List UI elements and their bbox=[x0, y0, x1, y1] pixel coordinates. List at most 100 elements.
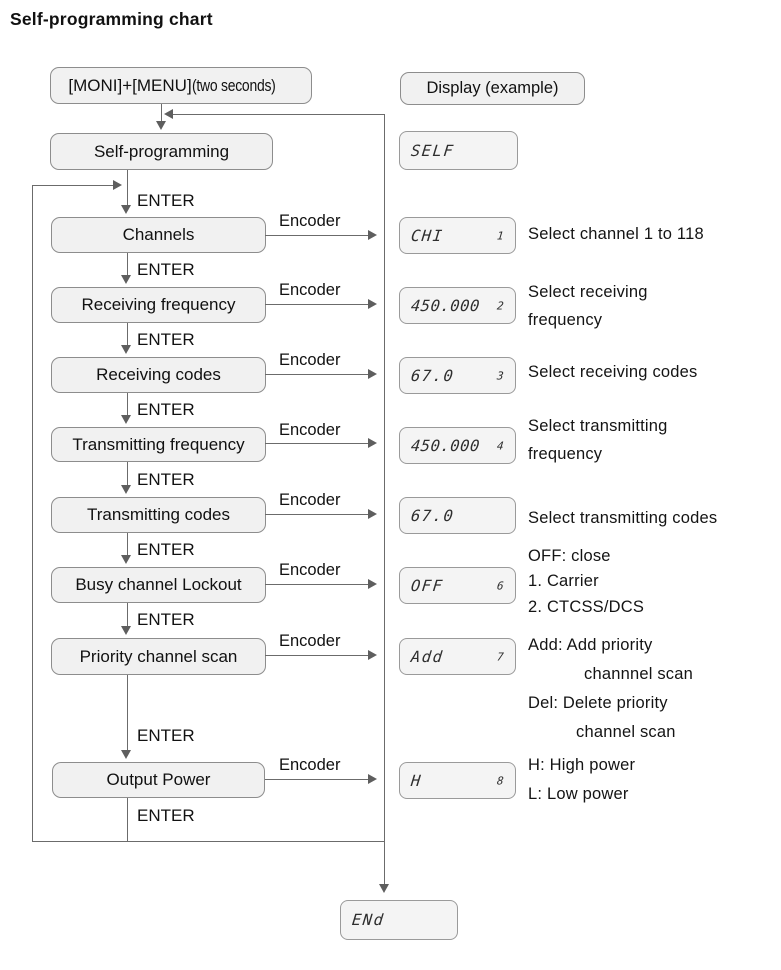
encoder-label-4: Encoder bbox=[279, 421, 341, 439]
connector-enter-8 bbox=[126, 675, 128, 750]
lcd-value: CHI bbox=[410, 226, 445, 245]
lcd-value: ENd bbox=[351, 911, 386, 929]
connector-loop-top bbox=[32, 185, 113, 187]
connector-enter-7 bbox=[126, 603, 128, 626]
description-busy-line1: OFF: close bbox=[528, 547, 611, 565]
connector-encoder-6 bbox=[265, 584, 369, 586]
arrow-right-icon bbox=[368, 579, 377, 589]
connector-encoder-7 bbox=[265, 655, 369, 657]
lcd-value: SELF bbox=[410, 141, 456, 160]
connector-encoder-5 bbox=[265, 514, 369, 516]
arrow-down-icon bbox=[121, 345, 131, 354]
arrow-down-icon bbox=[121, 555, 131, 564]
connector-encoder-4 bbox=[265, 443, 369, 445]
arrow-down-icon bbox=[379, 884, 389, 893]
lcd-menu-index: 7 bbox=[496, 650, 505, 663]
lcd-display-end: ENd bbox=[340, 900, 458, 940]
arrow-left-icon bbox=[164, 109, 173, 119]
connector-loop-left bbox=[31, 186, 33, 842]
connector-enter-4 bbox=[126, 393, 128, 415]
lcd-display-channels: CHI 1 bbox=[399, 217, 516, 254]
connector-return-top bbox=[172, 114, 385, 116]
arrow-down-icon bbox=[121, 275, 131, 284]
flow-box-transmitting-codes: Transmitting codes bbox=[51, 497, 266, 533]
arrow-right-icon bbox=[368, 438, 377, 448]
lcd-display-busy-channel-lockout: OFF 6 bbox=[399, 567, 516, 604]
description-rx-freq-line1: Select receiving bbox=[528, 283, 648, 301]
lcd-value: Add bbox=[410, 647, 445, 666]
connector-enter-6 bbox=[126, 533, 128, 555]
enter-label-5: ENTER bbox=[137, 470, 195, 489]
description-busy-line3: 2. CTCSS/DCS bbox=[528, 598, 645, 616]
arrow-right-icon bbox=[113, 180, 122, 190]
lcd-display-transmitting-codes: 67.0 bbox=[399, 497, 516, 534]
lcd-value: 450.000 bbox=[410, 296, 481, 315]
connector-enter-2 bbox=[126, 253, 128, 275]
display-example-header: Display (example) bbox=[400, 72, 585, 105]
description-power-line2: L: Low power bbox=[528, 785, 629, 803]
flow-box-self-programming: Self-programming bbox=[50, 133, 273, 170]
description-rx-freq-line2: frequency bbox=[528, 311, 603, 329]
start-note-label: (two seconds) bbox=[191, 75, 276, 95]
encoder-label-6: Encoder bbox=[279, 561, 341, 579]
lcd-display-receiving-frequency: 450.000 2 bbox=[399, 287, 516, 324]
flow-box-start: [MONI]+[MENU](two seconds) bbox=[50, 67, 312, 104]
flow-box-transmitting-frequency: Transmitting frequency bbox=[51, 427, 266, 462]
connector-encoder-2 bbox=[265, 304, 369, 306]
enter-label-4: ENTER bbox=[137, 400, 195, 419]
description-tx-freq-line1: Select transmitting bbox=[528, 417, 668, 435]
encoder-label-7: Encoder bbox=[279, 632, 341, 650]
connector-encoder-8 bbox=[265, 779, 369, 781]
lcd-value: 67.0 bbox=[410, 506, 456, 525]
enter-label-8: ENTER bbox=[137, 726, 195, 745]
connector-loop-bottom bbox=[32, 841, 385, 843]
connector-encoder-3 bbox=[265, 374, 369, 376]
encoder-label-8: Encoder bbox=[279, 756, 341, 774]
enter-label-1: ENTER bbox=[137, 191, 195, 210]
flow-box-priority-channel-scan: Priority channel scan bbox=[51, 638, 266, 675]
connector-end-down bbox=[384, 842, 386, 884]
lcd-display-transmitting-frequency: 450.000 4 bbox=[399, 427, 516, 464]
encoder-label-1: Encoder bbox=[279, 212, 341, 230]
enter-label-7: ENTER bbox=[137, 610, 195, 629]
lcd-menu-index: 3 bbox=[496, 369, 505, 382]
description-rx-codes: Select receiving codes bbox=[528, 363, 698, 381]
arrow-right-icon bbox=[368, 650, 377, 660]
enter-label-9: ENTER bbox=[137, 806, 195, 825]
lcd-value: OFF bbox=[410, 576, 445, 595]
connector-start-down bbox=[161, 104, 163, 122]
arrow-down-icon bbox=[121, 415, 131, 424]
flow-box-channels: Channels bbox=[51, 217, 266, 253]
lcd-value: 67.0 bbox=[410, 366, 456, 385]
description-priority-line2: channnel scan bbox=[584, 665, 694, 683]
connector-enter-1 bbox=[126, 170, 128, 205]
lcd-menu-index: 1 bbox=[496, 229, 505, 242]
description-busy-line2: 1. Carrier bbox=[528, 572, 599, 590]
lcd-menu-index: 8 bbox=[496, 774, 505, 787]
arrow-right-icon bbox=[368, 369, 377, 379]
flow-box-output-power: Output Power bbox=[52, 762, 265, 798]
start-keys-label: [MONI]+[MENU] bbox=[68, 75, 192, 95]
arrow-right-icon bbox=[368, 774, 377, 784]
description-priority-line1: Add: Add priority bbox=[528, 636, 653, 654]
arrow-down-icon bbox=[121, 626, 131, 635]
arrow-right-icon bbox=[368, 230, 377, 240]
lcd-display-priority-channel-scan: Add 7 bbox=[399, 638, 516, 675]
lcd-menu-index: 6 bbox=[496, 579, 505, 592]
page-title: Self-programming chart bbox=[10, 9, 213, 29]
encoder-label-3: Encoder bbox=[279, 351, 341, 369]
flow-box-receiving-frequency: Receiving frequency bbox=[51, 287, 266, 323]
description-channels: Select channel 1 to 118 bbox=[528, 225, 704, 243]
lcd-display-receiving-codes: 67.0 3 bbox=[399, 357, 516, 394]
lcd-menu-index: 4 bbox=[496, 439, 505, 452]
enter-label-3: ENTER bbox=[137, 330, 195, 349]
connector-encoder-1 bbox=[265, 235, 369, 237]
arrow-down-icon bbox=[156, 121, 166, 130]
description-power-line1: H: High power bbox=[528, 756, 636, 774]
encoder-label-2: Encoder bbox=[279, 281, 341, 299]
arrow-right-icon bbox=[368, 299, 377, 309]
lcd-display-self: SELF bbox=[399, 131, 518, 170]
connector-enter-9 bbox=[126, 798, 128, 841]
arrow-right-icon bbox=[368, 509, 377, 519]
